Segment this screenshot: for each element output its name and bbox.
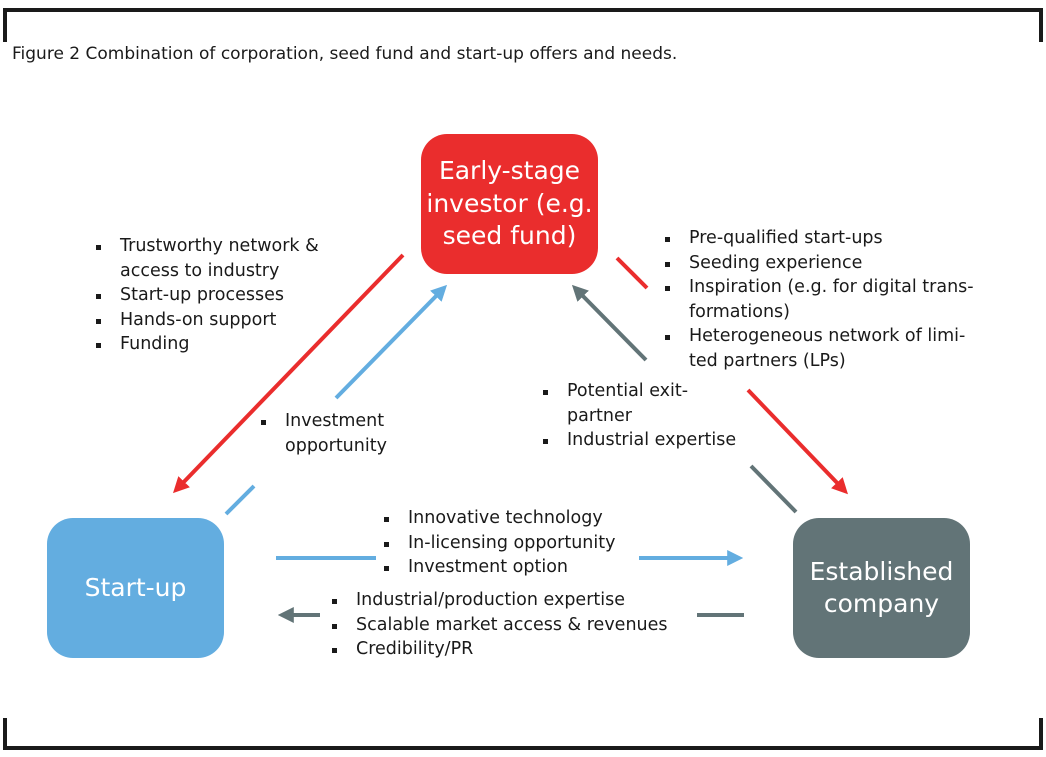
frame-bottom-bar xyxy=(3,746,1043,750)
list-established-to-startup: Industrial/production expertise Scalable… xyxy=(330,588,668,662)
established-node-label: Established company xyxy=(809,556,954,619)
frame-bottom-left-tick xyxy=(3,718,7,750)
arrow-investor-to-established-head xyxy=(746,388,848,495)
list-item: Industrial/production expertise xyxy=(330,588,668,613)
list-item: Industrial expertise xyxy=(541,428,736,453)
list-item: Hands-on support xyxy=(94,308,319,333)
frame-top-left-tick xyxy=(3,8,7,42)
list-item: Heterogeneous network of limi- ted partn… xyxy=(663,324,974,373)
arrow-investor-to-startup xyxy=(172,253,405,494)
investor-node-label: Early-stage investor (e.g. seed fund) xyxy=(426,156,593,251)
list-startup-to-established: Innovative technology In-licensing oppor… xyxy=(382,506,615,580)
arrow-startup-to-investor-tail xyxy=(224,484,256,516)
frame-top-bar xyxy=(3,8,1043,12)
list-investor-to-startup: Trustworthy network & access to industry… xyxy=(94,234,319,357)
arrow-established-to-investor-head xyxy=(571,284,648,362)
startup-node: Start-up xyxy=(47,518,224,658)
arrow-established-to-investor-tail xyxy=(749,464,798,514)
list-item: Trustworthy network & access to industry xyxy=(94,234,319,283)
list-startup-to-investor: Investment opportunity xyxy=(259,409,387,458)
list-item: Investment option xyxy=(382,555,615,580)
list-item: Funding xyxy=(94,332,319,357)
frame-top-right-tick xyxy=(1039,8,1043,42)
list-item: Pre-qualified start-ups xyxy=(663,226,974,251)
list-item: Innovative technology xyxy=(382,506,615,531)
list-established-to-investor: Potential exit- partner Industrial exper… xyxy=(541,379,736,453)
list-investor-to-established: Pre-qualified start-ups Seeding experien… xyxy=(663,226,974,374)
list-item: Scalable market access & revenues xyxy=(330,613,668,638)
established-node: Established company xyxy=(793,518,970,658)
frame-bottom-right-tick xyxy=(1039,718,1043,750)
investor-node: Early-stage investor (e.g. seed fund) xyxy=(421,134,598,274)
arrow-investor-to-established-tail xyxy=(615,256,649,290)
startup-node-label: Start-up xyxy=(84,572,187,602)
list-item: Seeding experience xyxy=(663,251,974,276)
list-item: Credibility/PR xyxy=(330,637,668,662)
arrow-startup-to-investor-head xyxy=(334,284,448,400)
list-item: Investment opportunity xyxy=(259,409,387,458)
list-item: Inspiration (e.g. for digital trans- for… xyxy=(663,275,974,324)
list-item: Start-up processes xyxy=(94,283,319,308)
list-item: Potential exit- partner xyxy=(541,379,736,428)
figure-caption: Figure 2 Combination of corporation, see… xyxy=(12,44,678,64)
list-item: In-licensing opportunity xyxy=(382,531,615,556)
